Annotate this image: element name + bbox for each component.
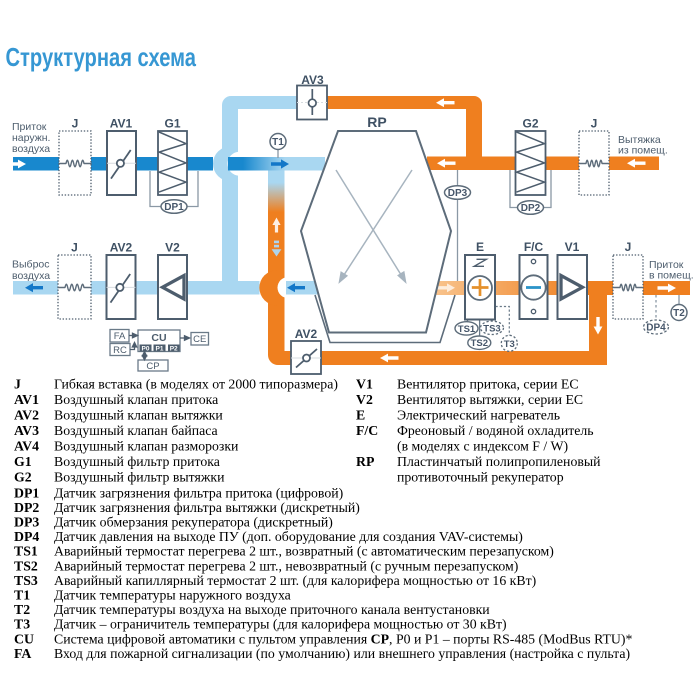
svg-text:TS2: TS2	[14, 558, 38, 573]
svg-text:Приток: Приток	[12, 121, 47, 133]
svg-text:P2: P2	[170, 346, 178, 353]
svg-text:J: J	[14, 376, 21, 391]
svg-text:DP2: DP2	[521, 203, 541, 214]
svg-text:Выброс: Выброс	[12, 259, 50, 271]
svg-text:Электрический нагреватель: Электрический нагреватель	[397, 407, 560, 422]
svg-text:Датчик обмерзания рекуператора: Датчик обмерзания рекуператора (дискретн…	[54, 515, 333, 531]
svg-text:AV2: AV2	[110, 241, 133, 255]
svg-text:FA: FA	[114, 331, 126, 342]
svg-text:Структурная схема: Структурная схема	[6, 43, 197, 72]
svg-text:AV3: AV3	[14, 423, 39, 438]
svg-text:Воздушный фильтр вытяжки: Воздушный фильтр вытяжки	[54, 469, 225, 484]
svg-text:Воздушный клапан притока: Воздушный клапан притока	[54, 392, 218, 407]
svg-text:Воздушный клапан байпаса: Воздушный клапан байпаса	[54, 423, 218, 438]
svg-text:T2: T2	[673, 308, 685, 319]
svg-text:TS1: TS1	[14, 544, 38, 559]
svg-text:F/C: F/C	[356, 423, 378, 438]
svg-text:в помещ.: в помещ.	[649, 270, 694, 282]
svg-text:T1: T1	[14, 588, 30, 603]
svg-text:J: J	[72, 117, 79, 131]
svg-text:CE: CE	[193, 334, 206, 345]
svg-text:T3: T3	[14, 617, 30, 632]
svg-text:V1: V1	[565, 240, 580, 254]
svg-text:J: J	[71, 241, 78, 255]
svg-text:G2: G2	[522, 117, 538, 131]
svg-text:Вытяжка: Вытяжка	[618, 134, 661, 146]
svg-text:G2: G2	[14, 469, 32, 484]
svg-text:J: J	[591, 117, 598, 131]
svg-text:Датчик температуры наружного в: Датчик температуры наружного воздуха	[54, 588, 291, 603]
svg-text:J: J	[625, 240, 632, 254]
svg-text:G1: G1	[164, 117, 180, 131]
svg-text:Воздушный клапан вытяжки: Воздушный клапан вытяжки	[54, 407, 223, 422]
svg-text:DP4: DP4	[14, 529, 39, 544]
svg-text:T2: T2	[14, 602, 30, 617]
svg-text:AV2: AV2	[295, 327, 318, 341]
svg-text:AV1: AV1	[14, 392, 39, 407]
svg-text:Датчик давления на выходе ПУ (: Датчик давления на выходе ПУ (доп. обору…	[54, 529, 523, 545]
svg-text:T1: T1	[272, 137, 284, 148]
svg-text:V1: V1	[356, 376, 373, 391]
svg-text:DP2: DP2	[14, 500, 39, 515]
svg-text:RC: RC	[113, 345, 127, 356]
svg-text:Аварийный термостат перегрева: Аварийный термостат перегрева 2 шт., воз…	[54, 544, 554, 560]
svg-text:V2: V2	[165, 241, 180, 255]
svg-text:воздуха: воздуха	[12, 270, 50, 282]
svg-text:FA: FA	[14, 646, 31, 661]
svg-text:противоточный рекуператор: противоточный рекуператор	[397, 469, 564, 484]
svg-text:Вентилятор притока, серии ЕС: Вентилятор притока, серии ЕС	[397, 376, 579, 391]
svg-text:AV1: AV1	[110, 117, 133, 131]
svg-text:Датчик загрязнения фильтра выт: Датчик загрязнения фильтра вытяжки (диск…	[54, 500, 360, 516]
svg-text:E: E	[476, 240, 484, 254]
svg-text:Фреоновый / водяной охладитель: Фреоновый / водяной охладитель	[397, 423, 594, 438]
svg-text:DP1: DP1	[14, 485, 39, 500]
svg-text:Приток: Приток	[649, 259, 684, 271]
svg-text:TS3: TS3	[483, 323, 500, 334]
svg-text:Аварийный капиллярный термоста: Аварийный капиллярный термостат 2 шт. (д…	[54, 573, 536, 589]
svg-text:Датчик температуры воздуха на: Датчик температуры воздуха на выходе при…	[54, 602, 490, 617]
svg-text:DP3: DP3	[14, 515, 39, 530]
svg-text:T3: T3	[504, 339, 515, 350]
svg-text:CU: CU	[14, 631, 34, 646]
svg-text:DP4: DP4	[646, 323, 666, 334]
svg-text:E: E	[356, 407, 365, 422]
svg-text:Датчик – ограничитель температ: Датчик – ограничитель температуры (для к…	[54, 617, 507, 633]
svg-text:P0: P0	[142, 346, 150, 353]
svg-text:TS2: TS2	[471, 338, 488, 349]
svg-text:из помещ.: из помещ.	[618, 145, 668, 157]
svg-text:Вентилятор вытяжки, серии ЕС: Вентилятор вытяжки, серии ЕС	[397, 392, 583, 407]
svg-text:Гибкая вставка (в моделях от 2: Гибкая вставка (в моделях от 2000 типора…	[54, 376, 338, 392]
svg-text:V2: V2	[356, 392, 373, 407]
svg-text:G1: G1	[14, 454, 32, 469]
svg-text:Вход для пожарной сигнализации: Вход для пожарной сигнализации (по умолч…	[54, 646, 630, 662]
svg-text:Воздушный фильтр притока: Воздушный фильтр притока	[54, 454, 220, 469]
svg-text:DP1: DP1	[164, 202, 184, 213]
svg-text:AV3: AV3	[301, 73, 324, 87]
svg-text:TS1: TS1	[458, 324, 476, 335]
svg-text:Аварийный термостат перегрева: Аварийный термостат перегрева 2 шт., нев…	[54, 558, 518, 574]
svg-text:RP: RP	[367, 114, 386, 130]
svg-text:Датчик загрязнения фильтра при: Датчик загрязнения фильтра притока (цифр…	[54, 485, 343, 501]
svg-text:наружн.: наружн.	[12, 132, 50, 144]
svg-text:CU: CU	[151, 332, 166, 344]
svg-text:CP: CP	[146, 361, 159, 372]
svg-text:F/C: F/C	[524, 240, 544, 254]
svg-text:(в моделях с индексом F / W): (в моделях с индексом F / W)	[397, 438, 568, 454]
svg-text:TS3: TS3	[14, 573, 38, 588]
svg-text:воздуха: воздуха	[12, 143, 50, 155]
svg-text:DP3: DP3	[448, 188, 468, 199]
svg-text:RP: RP	[356, 454, 375, 469]
svg-text:AV2: AV2	[14, 407, 39, 422]
svg-text:AV4: AV4	[14, 438, 39, 453]
svg-text:Воздушный клапан разморозки: Воздушный клапан разморозки	[54, 438, 239, 453]
svg-text:Пластинчатый полипропиленовый: Пластинчатый полипропиленовый	[397, 454, 601, 469]
svg-text:P1: P1	[156, 346, 164, 353]
svg-text:Система цифровой автоматики с: Система цифровой автоматики с пультом уп…	[54, 631, 632, 647]
